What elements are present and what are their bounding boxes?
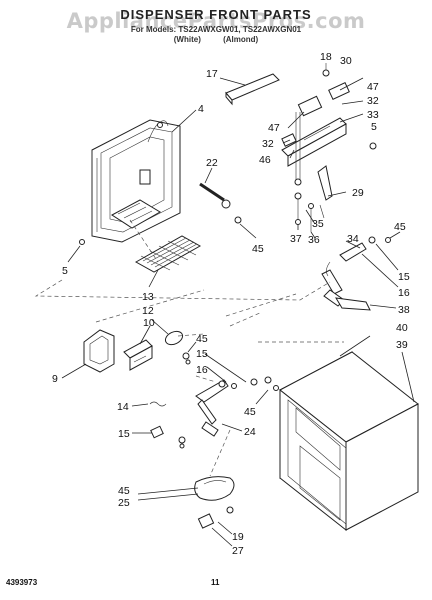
part-12-light-socket[interactable] (163, 329, 184, 347)
callout-10: 10 (143, 317, 155, 329)
watermark: AppliancePartsPros.com (66, 9, 366, 33)
part-38-dispenser-paddle[interactable] (335, 297, 371, 311)
part-14-spring[interactable] (149, 401, 167, 407)
part-17-trim-strip[interactable] (225, 73, 280, 106)
callout-34: 34 (347, 233, 359, 245)
callout-15: 15 (398, 271, 410, 283)
callout-32: 32 (262, 138, 274, 150)
callout-38: 38 (398, 304, 410, 316)
callout-5: 5 (371, 121, 377, 133)
callout-16: 16 (398, 287, 410, 299)
callout-47: 47 (268, 122, 280, 134)
callout-39: 39 (396, 339, 408, 351)
callout-45: 45 (252, 243, 264, 255)
callout-35: 35 (312, 218, 324, 230)
part-19-27-button-and-screw[interactable] (197, 506, 234, 529)
part-10-lock-bracket[interactable] (123, 339, 153, 371)
callout-14: 14 (117, 401, 129, 413)
callout-47: 47 (367, 81, 379, 93)
callout-17: 17 (206, 68, 218, 80)
callout-9: 9 (52, 373, 58, 385)
callout-5: 5 (62, 265, 68, 277)
callout-numbers: 17 18 30 47 32 33 5 47 32 46 4 22 29 35 … (52, 51, 410, 557)
document-number: 4393973 (6, 578, 38, 587)
page-title: DISPENSER FRONT PARTS (120, 7, 312, 22)
part-22-actuator-shaft[interactable] (199, 182, 242, 224)
callout-4: 4 (198, 103, 204, 115)
callout-22: 22 (206, 157, 218, 169)
callout-36: 36 (308, 234, 320, 246)
color-almond: (Almond) (223, 35, 259, 44)
part-24-actuator-lever[interactable] (195, 379, 229, 437)
part-15-16-bushings[interactable] (218, 376, 279, 391)
callout-46: 46 (259, 154, 271, 166)
callout-19: 19 (232, 531, 244, 543)
callout-32: 32 (367, 95, 379, 107)
part-35-36-37-screws[interactable] (294, 192, 314, 232)
callout-15: 15 (196, 348, 208, 360)
callout-15: 15 (118, 428, 130, 440)
part-4-dispenser-housing[interactable] (91, 119, 181, 243)
callout-45: 45 (196, 333, 208, 345)
part-9-lock-housing[interactable] (83, 329, 115, 373)
part-13-drip-grille[interactable] (134, 235, 202, 273)
part-16-lever-arm[interactable] (321, 242, 367, 307)
callout-25: 25 (118, 497, 130, 509)
callout-40: 40 (396, 322, 408, 334)
part-40-dispenser-front-panel[interactable] (279, 351, 419, 532)
callout-12: 12 (142, 305, 154, 317)
callout-30: 30 (340, 55, 352, 67)
callout-16: 16 (196, 364, 208, 376)
color-variants: (White) (Almond) (0, 35, 432, 44)
callout-45: 45 (394, 221, 406, 233)
callout-18: 18 (320, 51, 332, 63)
assembly-leader-lines (34, 279, 344, 477)
color-white: (White) (173, 35, 201, 44)
part-29-switch-arm[interactable] (317, 165, 333, 219)
callout-45: 45 (244, 406, 256, 418)
callout-13: 13 (142, 291, 154, 303)
callout-37: 37 (290, 233, 302, 245)
callout-24: 24 (244, 426, 256, 438)
callout-27: 27 (232, 545, 244, 557)
model-line: For Models: TS22AWXGW01, TS22AWXGN01 (130, 25, 302, 34)
part-25-drip-tray[interactable] (194, 476, 235, 501)
part-39-panel-insert[interactable] (295, 407, 341, 521)
callout-45: 45 (118, 485, 130, 497)
part-15-bushing-lower[interactable] (150, 425, 164, 439)
page-number: 11 (211, 578, 220, 587)
callout-33: 33 (367, 109, 379, 121)
callout-29: 29 (352, 187, 364, 199)
part-33-actuator-bracket[interactable] (281, 82, 350, 186)
